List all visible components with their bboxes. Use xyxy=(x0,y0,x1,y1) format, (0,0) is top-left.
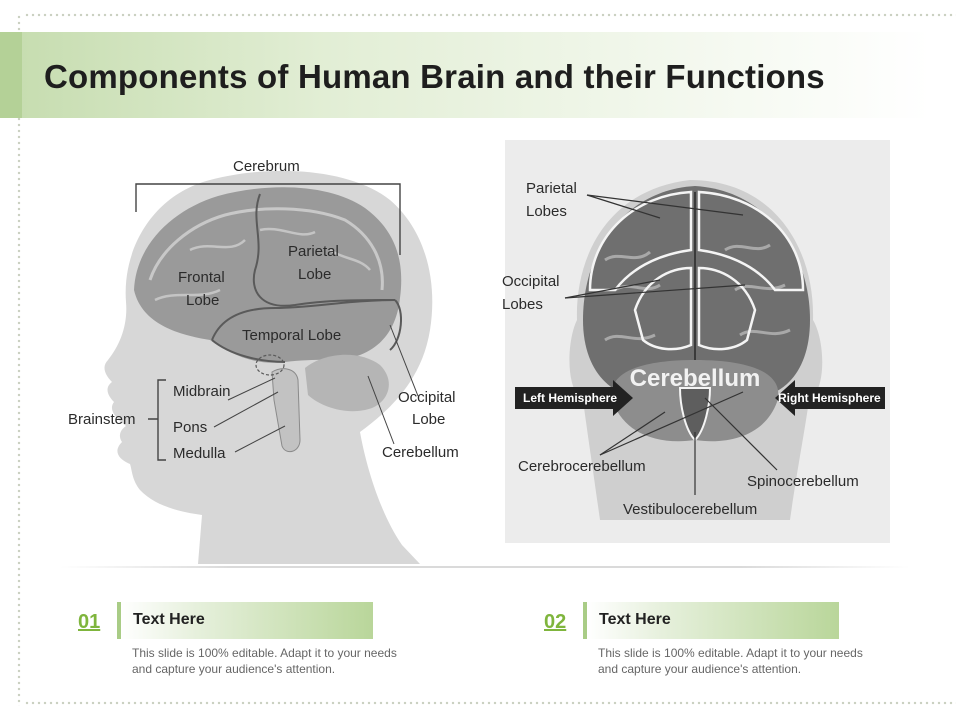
item-description-01: This slide is 100% editable. Adapt it to… xyxy=(132,645,432,677)
temporal-lobe-label: Temporal Lobe xyxy=(242,327,341,344)
item-description-01-line-2: and capture your audience's attention. xyxy=(132,662,336,676)
brainstem-bracket xyxy=(148,379,166,461)
occipital-lobes-label-2: Lobes xyxy=(502,296,543,313)
vestibulocerebellum-label: Vestibulocerebellum xyxy=(623,501,757,518)
pons-label: Pons xyxy=(173,419,207,436)
item-description-02: This slide is 100% editable. Adapt it to… xyxy=(598,645,898,677)
occipital-lobe-label-2: Lobe xyxy=(412,411,445,428)
parietal-lobes-label-2: Lobes xyxy=(526,203,567,220)
cerebellum-label: Cerebellum xyxy=(382,444,459,461)
occipital-lobe-label-1: Occipital xyxy=(398,389,456,406)
slide-title: Components of Human Brain and their Func… xyxy=(44,58,825,95)
medulla-label: Medulla xyxy=(173,445,226,462)
dotted-frame-top xyxy=(24,12,956,18)
cerebellum-shape xyxy=(305,354,389,412)
item-description-02-line-2: and capture your audience's attention. xyxy=(598,662,802,676)
brain-back-shape xyxy=(583,186,810,398)
title-accent-bar xyxy=(0,32,22,118)
brain-shape xyxy=(134,187,402,363)
dotted-frame-left xyxy=(16,14,22,706)
brain-side-view-diagram: Cerebrum Parietal Lobe Frontal Lobe Temp… xyxy=(68,158,459,564)
item-heading-bar-02: Text Here xyxy=(583,602,839,639)
cerebellum-back-label: Cerebellum xyxy=(630,365,761,392)
dotted-frame-bottom xyxy=(24,700,956,706)
item-heading-01: Text Here xyxy=(133,611,205,628)
right-hemisphere-arrow xyxy=(775,380,885,416)
left-hemisphere-label: Left Hemisphere xyxy=(523,391,617,405)
item-description-02-line-1: This slide is 100% editable. Adapt it to… xyxy=(598,646,863,660)
cerebrum-bracket xyxy=(135,183,401,255)
right-hemisphere-label: Right Hemisphere xyxy=(778,391,881,405)
item-number-01: 01 xyxy=(78,611,101,633)
frontal-lobe-label-1: Frontal xyxy=(178,269,225,286)
parietal-lobe-label-1: Parietal xyxy=(288,243,339,260)
midbrain-label: Midbrain xyxy=(173,383,231,400)
cerebrum-label: Cerebrum xyxy=(233,158,300,175)
brainstem-label: Brainstem xyxy=(68,411,136,428)
brainstem-shape xyxy=(271,368,301,453)
item-heading-bar-01: Text Here xyxy=(117,602,373,639)
title-banner xyxy=(0,32,930,118)
spinocerebellum-label: Spinocerebellum xyxy=(747,473,859,490)
brain-back-view-diagram: Parietal Lobes Occipital Lobes Cerebellu… xyxy=(502,140,890,543)
parietal-lobe-label-2: Lobe xyxy=(298,266,331,283)
frontal-lobe-label-2: Lobe xyxy=(186,292,219,309)
separator-line xyxy=(60,566,910,568)
occipital-lobes-label-1: Occipital xyxy=(502,273,560,290)
left-hemisphere-arrow xyxy=(515,380,633,416)
item-description-01-line-1: This slide is 100% editable. Adapt it to… xyxy=(132,646,397,660)
parietal-lobes-label-1: Parietal xyxy=(526,180,577,197)
cerebrocerebellum-label: Cerebrocerebellum xyxy=(518,458,646,475)
item-heading-02: Text Here xyxy=(599,611,671,628)
item-number-02: 02 xyxy=(544,611,567,633)
